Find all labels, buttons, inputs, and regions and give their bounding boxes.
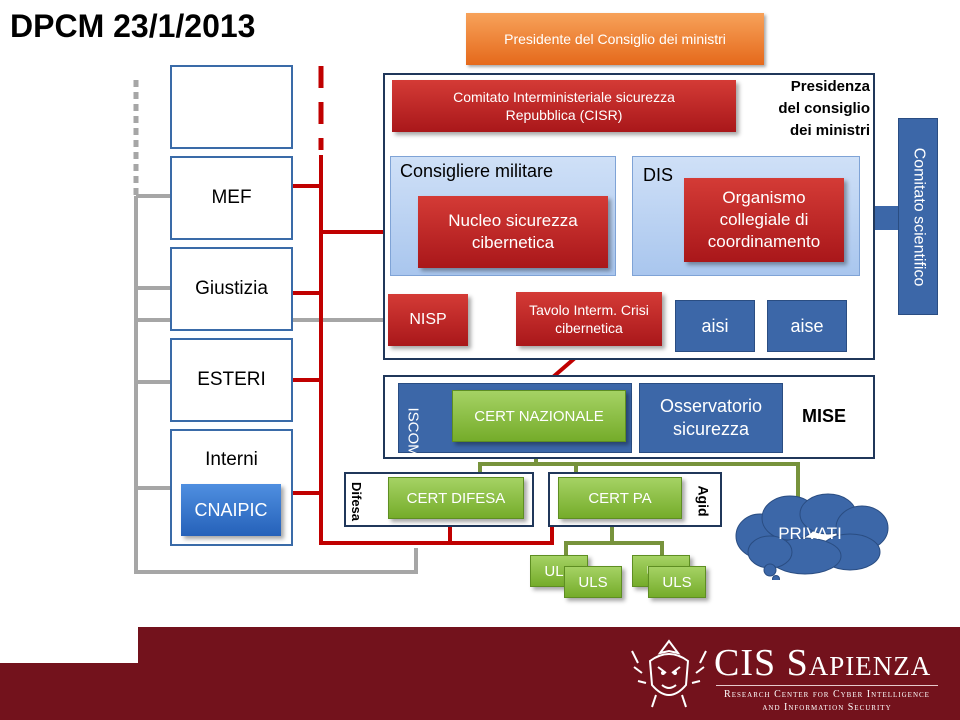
presidenza-label: Presidenza del consiglio dei ministri	[746, 76, 870, 141]
nucleo-box: Nucleo sicurezza cibernetica	[418, 196, 608, 268]
ministry-interni-label: Interni	[205, 449, 258, 470]
page-title: DPCM 23/1/2013	[10, 8, 256, 44]
iscom-label: ISCOM	[404, 407, 422, 457]
privati-cloud	[735, 493, 889, 580]
privati-label: PRIVATI	[778, 524, 842, 543]
presidente-box: Presidente del Consiglio dei ministri	[466, 13, 764, 65]
green-uls-bus	[564, 541, 664, 560]
footer-left-band	[0, 663, 138, 720]
uls-box: ULS	[564, 566, 622, 598]
aise-box: aise	[767, 300, 847, 352]
cnaipic-box: CNAIPIC	[181, 484, 281, 536]
aisi-box: aisi	[675, 300, 755, 352]
footer-band: CIS Sapienza Research Center for Cyber I…	[138, 627, 960, 720]
difesa-label-text: Difesa	[349, 481, 365, 521]
ministry-giustizia: Giustizia	[170, 247, 293, 331]
difesa-label: Difesa	[348, 478, 366, 524]
footer-subtitle-line: Research Center for Cyber Intelligence	[724, 689, 930, 700]
cisr-box: Comitato Interministeriale sicurezza Rep…	[392, 80, 736, 132]
footer-brand: CIS Sapienza	[714, 642, 932, 684]
mise-label: MISE	[802, 406, 847, 426]
agid-label-text: Agid	[696, 485, 713, 517]
footer-divider	[716, 685, 938, 686]
presidenza-label-line: del consiglio	[778, 99, 870, 117]
ministry-mef: MEF	[170, 156, 293, 240]
osservatorio-box: Osservatorio sicurezza	[639, 383, 783, 453]
uls-box: ULS	[648, 566, 706, 598]
cert-nazionale-box: CERT NAZIONALE	[452, 390, 626, 442]
comitato-scientifico-label: Comitato scientifico	[910, 147, 927, 286]
dis-label: DIS	[643, 165, 674, 185]
presidenza-label-line: Presidenza	[790, 78, 870, 95]
nisp-box: NISP	[388, 294, 468, 346]
cert-pa-box: CERT PA	[558, 477, 682, 519]
red-bus	[319, 155, 554, 545]
comitato-scientifico-box: Comitato scientifico	[898, 118, 938, 315]
consigliere-militare-label: Consigliere militare	[400, 161, 554, 181]
organismo-box: Organismo collegiale di coordinamento	[684, 178, 844, 262]
cis-logo-icon	[631, 639, 707, 708]
ministry-esteri: ESTERI	[170, 338, 293, 422]
ministry-empty-box	[170, 65, 293, 149]
agid-label: Agid	[694, 478, 714, 524]
tavolo-box: Tavolo Interm. Crisi cibernetica	[516, 292, 662, 346]
footer-subtitle-line: and Information Security	[762, 701, 892, 713]
cert-difesa-box: CERT DIFESA	[388, 477, 524, 519]
presidenza-label-line: dei ministri	[789, 121, 870, 139]
footer-subtitle: Research Center for Cyber Intelligence a…	[716, 689, 938, 714]
